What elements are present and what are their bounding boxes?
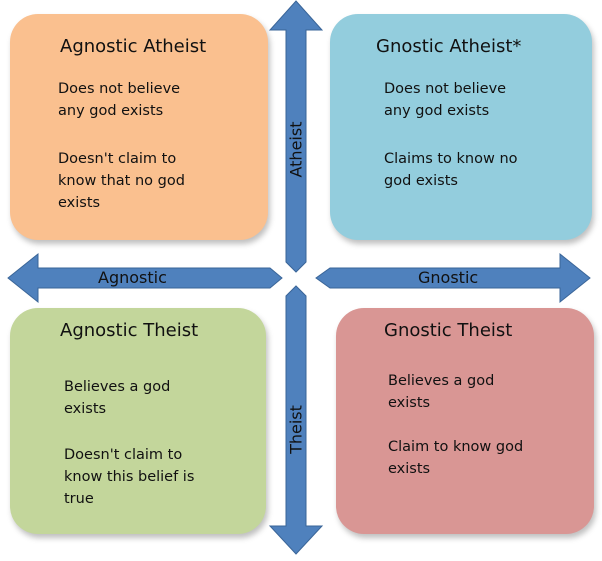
box-title: Gnostic Theist — [384, 320, 513, 341]
box-text: Believes a god exists — [388, 373, 495, 411]
agnostic-theist-box: Agnostic Theist Believes a god exists Do… — [10, 308, 266, 534]
box-text: Doesn't claim to know this belief is tru… — [64, 447, 195, 507]
gnostic-arrow — [315, 252, 591, 304]
theist-arrow — [268, 285, 324, 555]
box-title: Gnostic Atheist* — [376, 36, 522, 57]
box-title: Agnostic Theist — [60, 320, 199, 341]
theist-label: Theist — [286, 405, 306, 454]
gnostic-theist-box: Gnostic Theist Believes a god exists Cla… — [336, 308, 594, 534]
box-title: Agnostic Atheist — [60, 36, 207, 57]
box-text: Believes a god exists — [64, 379, 171, 417]
box-text: Claim to know god exists — [388, 439, 524, 477]
atheist-arrow — [268, 0, 324, 273]
agnostic-atheist-box: Agnostic Atheist Does not believe any go… — [10, 14, 268, 240]
box-text: Claims to know no god exists — [384, 151, 518, 189]
agnostic-arrow — [7, 252, 283, 304]
box-text: Doesn't claim to know that no god exists — [58, 151, 185, 211]
box-text: Does not believe any god exists — [58, 81, 181, 119]
agnostic-label: Agnostic — [98, 268, 167, 287]
gnostic-label: Gnostic — [418, 268, 479, 287]
atheist-label: Atheist — [286, 121, 306, 178]
box-text: Does not believe any god exists — [384, 81, 507, 119]
gnostic-atheist-box: Gnostic Atheist* Does not believe any go… — [330, 14, 592, 240]
